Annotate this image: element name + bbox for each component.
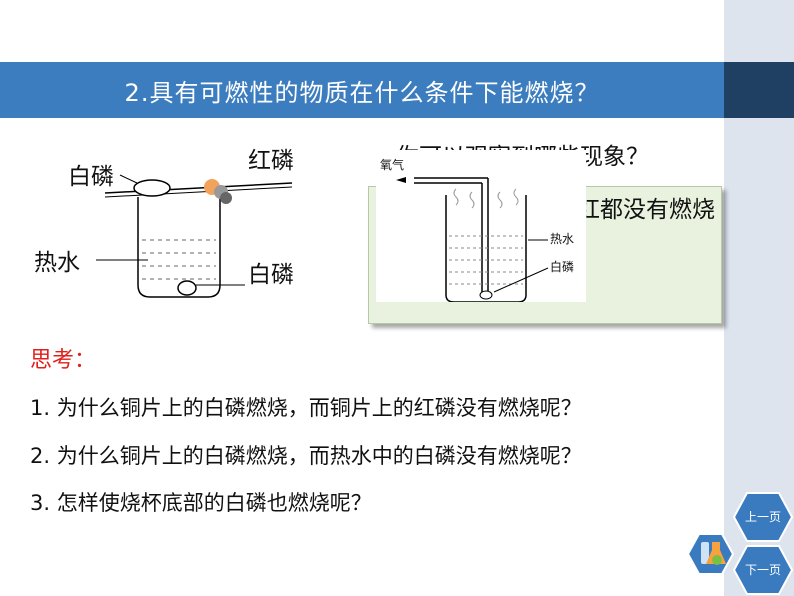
label-hot-water-2: 热水 (550, 232, 575, 246)
label-white-phosphorus-top: 白磷 (68, 164, 114, 190)
diagram-oxygen-beaker: 氧气 热水 白磷 (376, 150, 586, 303)
test-tube-icon (701, 542, 709, 564)
label-oxygen: 氧气 (380, 158, 405, 172)
think-item-3: 3. 怎样使烧杯底部的白磷也燃烧呢？ (30, 491, 372, 515)
think-item-2: 2. 为什么铜片上的白磷燃烧，而热水中的白磷没有燃烧呢？ (30, 444, 582, 468)
title-accent-block (724, 62, 794, 118)
prev-page-button[interactable] (732, 490, 794, 544)
label-white-phosphorus-bottom: 白磷 (248, 262, 294, 288)
label-hot-water: 热水 (34, 250, 80, 276)
beaker-copper-drawing (96, 174, 293, 298)
oxygen-beaker-drawing (396, 177, 549, 303)
next-page-button[interactable] (732, 543, 794, 596)
slide-title: 2.具有可燃性的物质在什么条件下能燃烧？ (0, 62, 724, 118)
prev-page-label[interactable]: 上一页 (744, 510, 781, 524)
diagram-beaker-copper: 白磷 红磷 热水 白磷 (30, 135, 330, 315)
label-white-phosphorus-2: 白磷 (550, 260, 575, 274)
next-page-label[interactable]: 下一页 (744, 563, 781, 577)
nav-decor (686, 533, 735, 575)
think-heading: 思考： (30, 348, 97, 373)
flask-liquid-icon (712, 555, 722, 565)
label-red-phosphorus: 红磷 (248, 148, 294, 174)
think-item-1: 1. 为什么铜片上的白磷燃烧，而铜片上的红磷没有燃烧呢？ (30, 396, 582, 420)
